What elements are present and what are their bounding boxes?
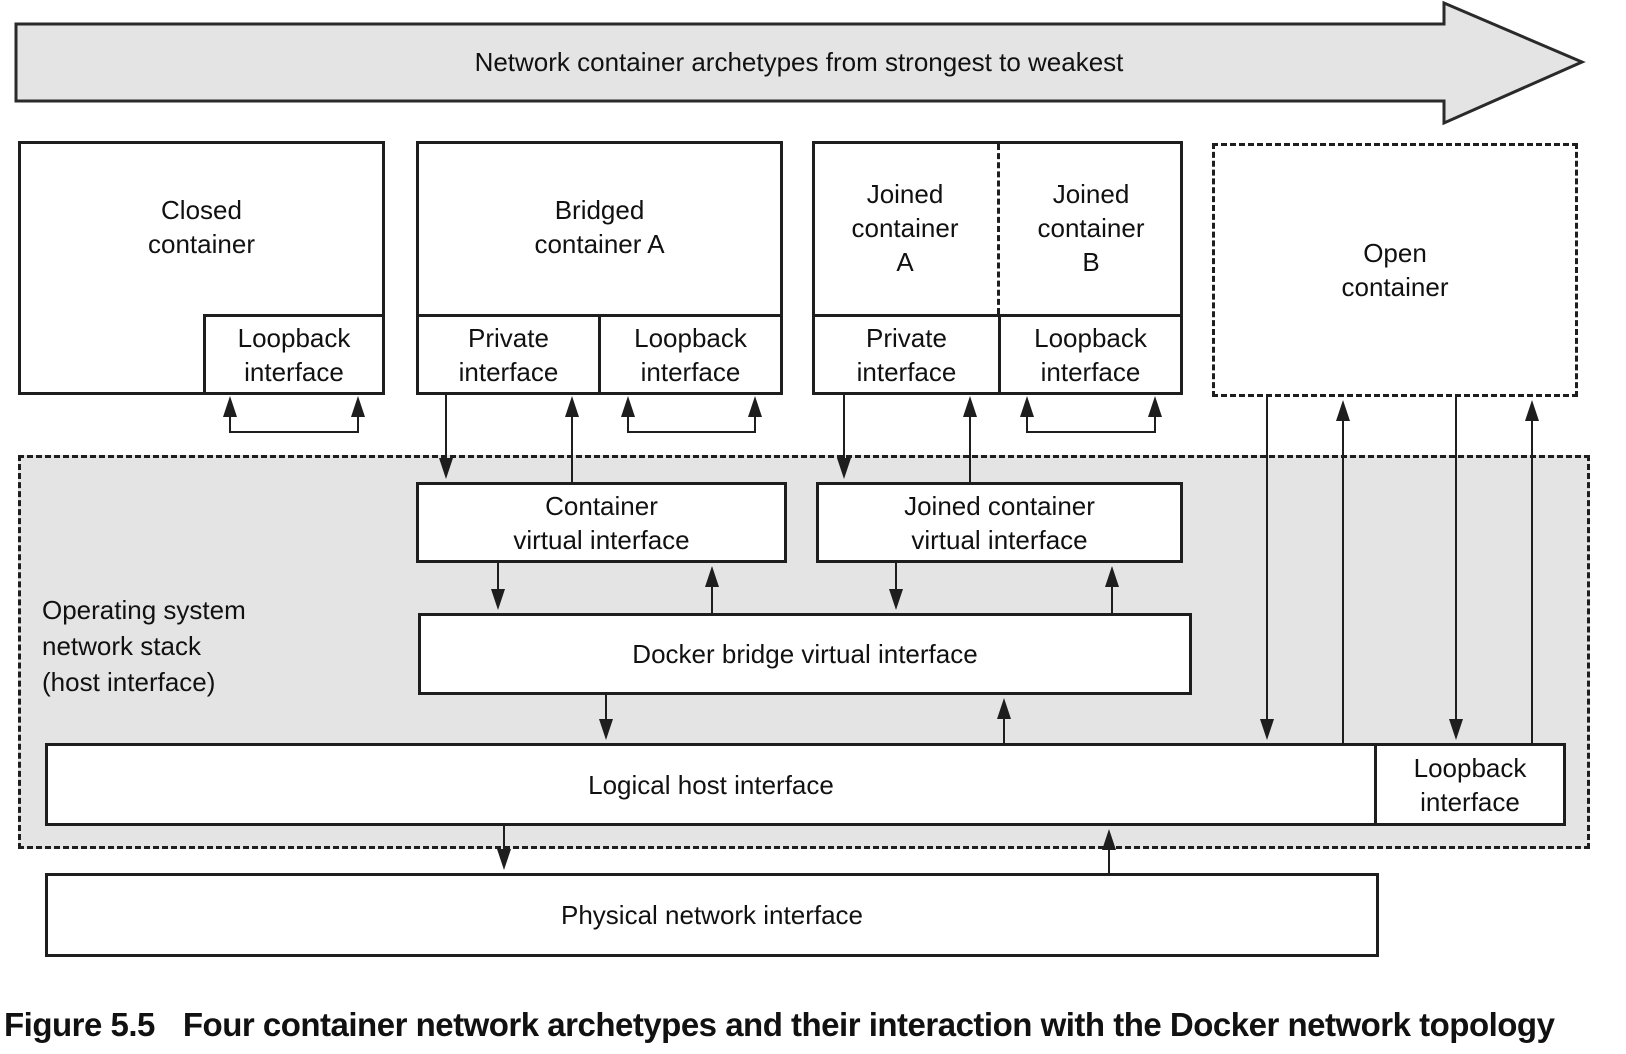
up-arrowhead — [748, 396, 762, 417]
down-arrowhead — [497, 849, 511, 870]
strength-arrow-label: Network container archetypes from strong… — [474, 47, 1124, 77]
joined-b-label: Joined container B — [1037, 178, 1145, 277]
bridged-loopback-interface-box: Loopback interface — [598, 314, 783, 395]
bridged-loopback-label: Loopback interface — [634, 322, 747, 387]
joined-loopback-arrow — [1026, 410, 1156, 433]
up-arrowhead — [621, 396, 635, 417]
container-virtual-interface-box: Container virtual interface — [416, 482, 787, 563]
joined-container-dashed-divider — [997, 144, 1000, 314]
closed-loopback-interface-box: Loopback interface — [203, 314, 385, 395]
joined-container-b-title: Joined container B — [999, 141, 1183, 314]
joined-loopback-label: Loopback interface — [1034, 322, 1147, 387]
closed-container-title: Closed container — [148, 195, 255, 259]
joined-loopback-interface-box: Loopback interface — [998, 314, 1183, 395]
container-virtual-interface-label: Container virtual interface — [513, 490, 690, 555]
joined-a-label: Joined container A — [851, 178, 959, 277]
bridged-loopback-arrow — [627, 410, 756, 433]
physical-network-interface-label: Physical network interface — [560, 900, 864, 930]
bridged-private-label: Private interface — [458, 322, 559, 387]
bridged-container-title: Bridged container A — [534, 195, 665, 259]
up-arrowhead — [223, 396, 237, 417]
up-arrowhead — [1336, 400, 1350, 421]
open-container-box: Open container — [1212, 143, 1578, 397]
joined-private-interface-box: Private interface — [812, 314, 1001, 395]
open-container-title: Open container — [1341, 238, 1449, 302]
up-arrowhead — [1148, 396, 1162, 417]
host-loopback-interface-box: Loopback interface — [1374, 743, 1566, 826]
joined-container-virtual-interface-box: Joined container virtual interface — [816, 482, 1183, 563]
os-network-stack-label: Operating system network stack (host int… — [42, 595, 246, 697]
up-arrowhead — [963, 396, 977, 417]
docker-bridge-virtual-interface-box: Docker bridge virtual interface — [418, 613, 1192, 695]
physical-network-interface-box: Physical network interface — [45, 873, 1379, 957]
up-arrowhead — [565, 396, 579, 417]
figure-caption-text: Four container network archetypes and th… — [182, 1006, 1555, 1043]
closed-loopback-arrow — [229, 410, 359, 433]
joined-private-label: Private interface — [856, 322, 957, 387]
up-arrowhead — [1020, 396, 1034, 417]
closed-loopback-label: Loopback interface — [237, 322, 351, 387]
logical-host-interface-box: Logical host interface — [45, 743, 1377, 826]
figure-number: Figure 5.5 — [4, 1006, 155, 1043]
up-arrowhead — [351, 396, 365, 417]
docker-bridge-label: Docker bridge virtual interface — [632, 639, 978, 669]
figure-caption: Figure 5.5 Four container network archety… — [4, 1005, 1624, 1045]
up-arrowhead — [1525, 400, 1539, 421]
logical-host-interface-label: Logical host interface — [588, 769, 834, 800]
joined-container-a-title: Joined container A — [812, 141, 998, 314]
bridged-private-interface-box: Private interface — [416, 314, 601, 395]
joined-virtual-interface-label: Joined container virtual interface — [904, 490, 1095, 555]
host-loopback-label: Loopback interface — [1413, 752, 1527, 817]
